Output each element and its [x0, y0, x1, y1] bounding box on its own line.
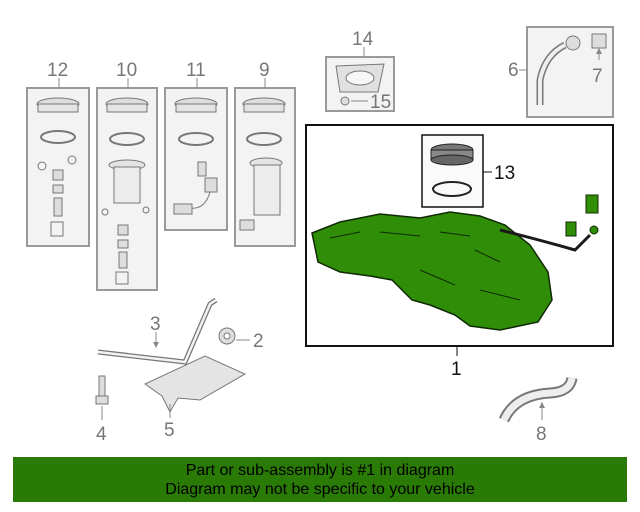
part-9-kit[interactable] — [234, 78, 296, 247]
callout-6: 6 — [508, 60, 519, 81]
callout-5: 5 — [164, 420, 175, 441]
callout-9: 9 — [259, 60, 270, 81]
banner-line-1: Part or sub-assembly is #1 in diagram — [185, 461, 455, 479]
callout-1: 1 — [451, 359, 462, 380]
callout-12: 12 — [47, 60, 68, 81]
callout-8: 8 — [536, 424, 547, 445]
banner-line-2: Diagram may not be specific to your vehi… — [165, 480, 475, 498]
part-14-bracket[interactable] — [325, 47, 395, 112]
info-banner: Part or sub-assembly is #1 in diagram Di… — [13, 457, 627, 502]
callout-2: 2 — [253, 331, 264, 352]
callout-11: 11 — [186, 60, 206, 81]
part-1-fuel-tank-assembly[interactable] — [305, 124, 614, 356]
callout-3: 3 — [150, 314, 161, 335]
part-2-grommet[interactable] — [218, 327, 250, 345]
callout-13: 13 — [494, 163, 515, 184]
part-12-kit[interactable] — [26, 78, 90, 247]
callout-10: 10 — [116, 60, 137, 81]
part-8-hose[interactable] — [498, 376, 578, 423]
part-5-heat-shield[interactable] — [144, 355, 247, 418]
part-10-kit[interactable] — [96, 78, 158, 291]
callout-7: 7 — [592, 66, 603, 87]
callout-15: 15 — [370, 92, 391, 113]
callout-14: 14 — [352, 29, 374, 50]
part-11-kit[interactable] — [164, 78, 228, 231]
part-6-filler-neck[interactable] — [519, 26, 614, 118]
callout-4: 4 — [96, 424, 107, 445]
part-3-strap[interactable] — [97, 297, 218, 365]
part-4-bolt[interactable] — [95, 375, 109, 420]
